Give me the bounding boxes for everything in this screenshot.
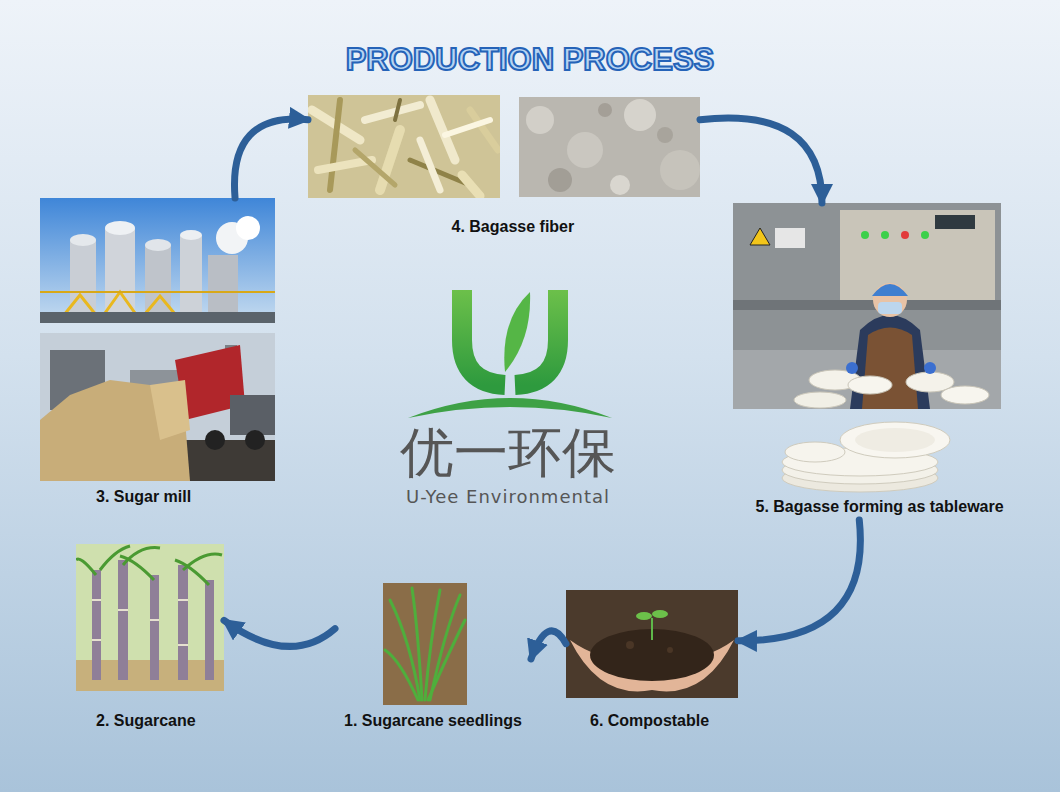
flow-arrow <box>234 119 308 198</box>
plates-photo <box>782 422 950 492</box>
process-step: 6. Compostable <box>566 590 738 735</box>
flow-arrow <box>738 520 860 641</box>
bagasse-photo <box>308 95 500 198</box>
logo-mark <box>408 290 612 418</box>
step-caption: 6. Compostable <box>590 711 709 731</box>
sugarcane-photo <box>76 544 224 691</box>
step-caption: 1. Sugarcane seedlings <box>344 711 522 731</box>
compost-photo <box>566 590 738 698</box>
truck-photo <box>40 333 275 481</box>
diagram-title: PRODUCTION PROCESS <box>0 42 1060 78</box>
process-step: 3. Sugar mill <box>40 198 275 509</box>
step-caption: 5. Bagasse forming as tableware <box>756 497 1004 517</box>
flow-arrow <box>531 631 566 659</box>
process-step: 5. Bagasse forming as tableware <box>733 203 1020 520</box>
factory-photo <box>40 198 275 323</box>
process-step: 2. Sugarcane <box>76 544 224 735</box>
step-caption: 3. Sugar mill <box>96 487 191 507</box>
step-caption: 2. Sugarcane <box>96 711 196 731</box>
step-caption: 4. Bagasse fiber <box>452 217 575 237</box>
flow-arrow <box>224 620 335 646</box>
seedling-photo <box>383 583 467 705</box>
process-step: 1. Sugarcane seedlings <box>335 583 531 735</box>
logo-text: 优一环保 <box>358 422 658 484</box>
logo-subtext: U-Yee Environmental <box>358 486 658 508</box>
pulp-photo <box>519 97 700 197</box>
flow-arrow <box>700 118 822 203</box>
forming-photo <box>733 203 1001 409</box>
process-step: 4. Bagasse fiber <box>308 95 700 240</box>
